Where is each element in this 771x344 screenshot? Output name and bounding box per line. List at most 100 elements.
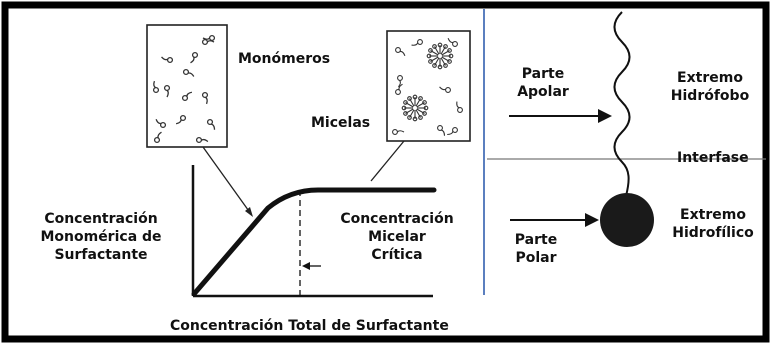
polar-label: Parte Polar <box>498 231 574 267</box>
polar-label-line1: Parte <box>514 232 558 248</box>
y-axis-label-line2: Monomérica de <box>40 229 162 245</box>
micelle-head <box>403 111 408 116</box>
micelle-tail <box>415 98 421 107</box>
monomers-label: Monómeros <box>238 51 331 67</box>
monomer <box>457 107 463 113</box>
monomer-tail <box>398 83 403 91</box>
monomer <box>445 87 451 93</box>
micelle-head <box>447 48 452 53</box>
concentration-curve <box>191 187 437 297</box>
monomer-tail <box>439 86 447 91</box>
micelle-tail <box>441 56 450 62</box>
y-axis-label-line1: Concentración <box>44 211 158 227</box>
micelle-tail <box>434 46 440 55</box>
cmc-label-line1: Concentración <box>340 211 454 227</box>
monomer <box>152 86 160 94</box>
monomer-tail <box>447 131 454 136</box>
monomer-tail <box>398 80 401 88</box>
micelles-label: Micelas <box>311 115 371 131</box>
apolar-label-line1: Parte <box>521 66 565 82</box>
apolar-arrow-head <box>598 109 612 123</box>
micelle-tail <box>416 108 425 114</box>
monomer-tail <box>200 138 209 143</box>
monomer-tail <box>211 123 216 130</box>
cmc-label-line2: Micelar <box>368 229 426 245</box>
micelle-tail <box>440 46 446 55</box>
interface-label: Interfase <box>677 150 749 166</box>
micelle-head <box>432 63 437 68</box>
x-axis-label: Concentración Total de Surfactante <box>170 318 449 334</box>
monomer-tail <box>399 50 406 56</box>
apolar-label-line2: Apolar <box>517 84 569 100</box>
monomer-tail <box>157 131 162 139</box>
monomer-tail <box>190 56 195 64</box>
micelle-head <box>443 44 448 49</box>
micelle-head <box>418 96 423 101</box>
polar-arrow-head <box>585 213 599 227</box>
micelle-tail <box>441 50 450 56</box>
monomer-tail <box>205 96 208 105</box>
micelle-tail <box>440 57 446 66</box>
micelle-particles <box>392 38 463 136</box>
micelle-tail <box>416 102 425 108</box>
monomer-tail <box>411 42 419 46</box>
monomer <box>166 56 174 64</box>
monomer <box>437 125 443 131</box>
monomer-tail <box>161 56 169 61</box>
hydrophilic-label-line1: Extremo <box>680 207 746 223</box>
monomer-tail <box>186 91 193 97</box>
y-axis-label: Concentración Monomérica de Surfactante <box>26 210 176 264</box>
monomer <box>201 91 209 99</box>
micelle-head <box>422 100 427 105</box>
micelle-tail <box>430 50 439 56</box>
micelle-head <box>422 111 427 116</box>
micelle-tail <box>434 57 440 66</box>
monomer-tail <box>206 40 215 43</box>
monomer <box>395 89 401 95</box>
monomer-tail <box>456 101 460 109</box>
micelle-tail <box>409 98 415 107</box>
y-axis-label-line3: Surfactante <box>54 247 148 263</box>
hydrophobic-label-line1: Extremo <box>677 70 743 86</box>
micelle-head <box>443 63 448 68</box>
micelle-tail <box>405 102 414 108</box>
micelle-head <box>418 115 423 120</box>
micelle-tail <box>405 108 414 114</box>
micelle-head <box>447 59 452 64</box>
micelle-tail <box>430 56 439 62</box>
apolar-label: Parte Apolar <box>498 65 588 101</box>
monomers-pointer <box>202 146 252 215</box>
surfactant-head <box>600 193 654 247</box>
micelle-head <box>407 115 412 120</box>
micelles-pointer <box>370 140 405 182</box>
hydrophobic-label-line2: Hidrófobo <box>670 88 750 104</box>
micelle-tail <box>409 109 415 118</box>
hydrophobic-label: Extremo Hidrófobo <box>655 69 765 105</box>
monomer-tail <box>447 38 454 44</box>
monomer-tail <box>396 130 405 133</box>
micelle-head <box>432 44 437 49</box>
monomer <box>179 114 187 122</box>
monomer <box>159 121 167 129</box>
monomer <box>395 47 401 53</box>
cmc-label: Concentración Micelar Crítica <box>322 210 472 264</box>
micelle-head <box>428 59 433 64</box>
monomer-tail <box>166 89 169 98</box>
monomer <box>452 41 458 47</box>
monomer <box>417 39 423 45</box>
monomer-tail <box>202 37 211 40</box>
monomer-particles <box>152 34 216 144</box>
surfactant-tail <box>613 11 631 197</box>
polar-label-line2: Polar <box>515 250 557 266</box>
monomer <box>452 127 458 133</box>
monomer <box>181 94 189 102</box>
cmc-arrow-head <box>302 262 310 270</box>
monomer <box>206 118 214 126</box>
micelle-head <box>407 96 412 101</box>
monomer-tail <box>175 119 182 125</box>
monomer <box>191 51 199 59</box>
monomer-tail <box>441 129 446 136</box>
micelle-head <box>403 100 408 105</box>
